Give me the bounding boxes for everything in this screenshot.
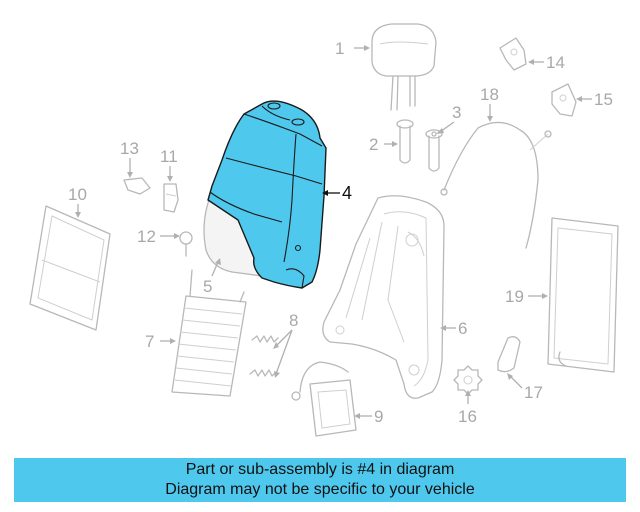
svg-text:10: 10 — [68, 185, 87, 204]
svg-text:5: 5 — [203, 277, 212, 296]
svg-text:9: 9 — [374, 407, 383, 426]
callout-15: 15 — [576, 90, 613, 109]
part-5-pad — [203, 191, 263, 277]
callout-19: 19 — [505, 287, 548, 306]
svg-text:17: 17 — [524, 383, 543, 402]
svg-text:6: 6 — [458, 319, 467, 338]
part-9-motor — [291, 361, 357, 437]
callout-12: 12 — [137, 227, 180, 246]
callout-4: 4 — [322, 183, 352, 203]
part-14-bracket — [499, 37, 527, 71]
callout-6: 6 — [440, 319, 467, 338]
callout-8: 8 — [273, 311, 298, 378]
svg-text:14: 14 — [546, 53, 565, 72]
callout-2: 2 — [369, 135, 398, 154]
caption-line-1: Part or sub-assembly is #4 in diagram — [185, 461, 455, 478]
callout-9: 9 — [354, 407, 383, 426]
caption-banner: Part or sub-assembly is #4 in diagram Di… — [14, 458, 626, 502]
part-12-clip — [179, 231, 193, 257]
svg-text:16: 16 — [458, 407, 477, 426]
part-1-headrest — [371, 23, 437, 111]
part-6-seat-frame — [322, 195, 445, 399]
svg-text:13: 13 — [120, 139, 139, 158]
part-16-gear — [453, 365, 483, 395]
svg-text:19: 19 — [505, 287, 524, 306]
part-11-clip — [163, 183, 179, 213]
svg-text:12: 12 — [137, 227, 156, 246]
part-18-cable — [440, 121, 552, 249]
part-15-bracket — [551, 83, 577, 117]
callout-13: 13 — [120, 139, 139, 178]
callout-16: 16 — [458, 390, 477, 426]
callout-1: 1 — [335, 39, 370, 58]
callout-14: 14 — [528, 53, 565, 72]
part-3-guide — [425, 129, 443, 172]
part-4-seat-back-cover — [207, 100, 327, 289]
part-13-clip — [123, 177, 151, 195]
caption-line-2: Diagram may not be specific to your vehi… — [165, 481, 475, 498]
svg-text:3: 3 — [452, 103, 461, 122]
svg-text:15: 15 — [594, 90, 613, 109]
svg-text:4: 4 — [342, 183, 352, 203]
callout-17: 17 — [507, 373, 543, 402]
callout-3: 3 — [436, 103, 461, 134]
callout-18: 18 — [480, 85, 499, 122]
svg-text:7: 7 — [145, 332, 154, 351]
part-19-board — [547, 217, 619, 373]
part-10-panel — [29, 205, 111, 331]
svg-text:2: 2 — [369, 135, 378, 154]
svg-text:8: 8 — [289, 311, 298, 330]
parts-diagram: 1 2 3 4 5 6 7 8 9 — [29, 23, 619, 437]
callout-5: 5 — [203, 258, 221, 296]
part-8-springs — [249, 335, 279, 377]
part-7-lumbar — [171, 269, 247, 397]
svg-text:11: 11 — [160, 147, 178, 166]
part-17-handle — [497, 336, 521, 373]
part-2-guide — [396, 119, 414, 164]
svg-text:1: 1 — [335, 39, 344, 58]
callout-10: 10 — [68, 185, 87, 218]
svg-text:18: 18 — [480, 85, 499, 104]
callout-11: 11 — [160, 147, 178, 182]
callout-7: 7 — [145, 332, 176, 351]
